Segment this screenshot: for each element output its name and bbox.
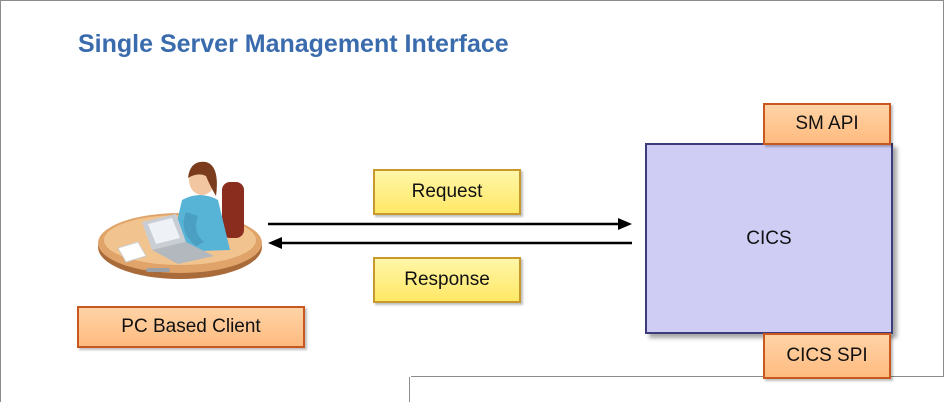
slide-border-top: [0, 0, 943, 1]
response-label-box: Response: [373, 257, 521, 303]
request-label-box: Request: [373, 169, 521, 215]
request-arrow: [268, 218, 632, 230]
cics-spi-label: CICS SPI: [786, 345, 868, 366]
cics-server-box: CICS: [645, 143, 893, 334]
client-label-box: PC Based Client: [77, 306, 305, 348]
response-arrow: [268, 237, 632, 249]
cics-label: CICS: [746, 227, 792, 249]
client-label: PC Based Client: [121, 316, 261, 337]
sm-api-box: SM API: [763, 103, 891, 145]
person-at-laptop-icon: [98, 161, 262, 279]
response-label: Response: [404, 269, 490, 290]
slide-footer-divider: [409, 377, 410, 402]
slide-border-left: [0, 0, 1, 402]
slide-border-bottom: [0, 376, 944, 377]
cics-spi-box: CICS SPI: [763, 333, 891, 379]
slide-footer-gap: [1, 376, 411, 402]
page-title: Single Server Management Interface: [78, 30, 509, 58]
sm-api-label: SM API: [795, 113, 859, 134]
request-label: Request: [411, 181, 483, 202]
